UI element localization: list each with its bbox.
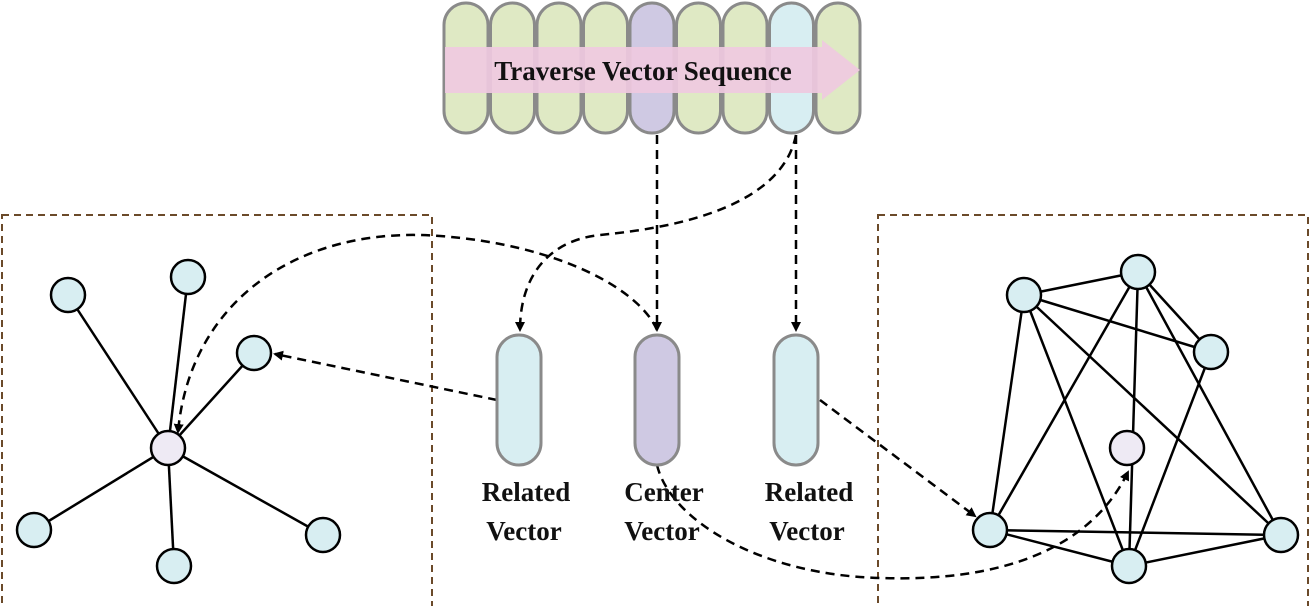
dense-edge bbox=[1127, 271, 1140, 567]
dense-edge bbox=[988, 294, 1026, 531]
traverse-arrow bbox=[445, 40, 860, 100]
dense-edge bbox=[1023, 294, 1282, 536]
star-leaf-node bbox=[15, 511, 53, 549]
dense-edge bbox=[1136, 271, 1283, 536]
center-vector bbox=[633, 333, 681, 467]
dense-edge bbox=[988, 271, 1140, 531]
traverse-label: Traverse Vector Sequence bbox=[494, 56, 791, 86]
link-related-to-dense bbox=[819, 398, 977, 518]
star-leaf-node bbox=[155, 547, 193, 585]
dense-node bbox=[1262, 516, 1300, 554]
link-center-to-dense bbox=[655, 464, 1130, 580]
dense-edge bbox=[1128, 533, 1282, 568]
related-vector-left bbox=[495, 333, 543, 467]
dense-edge bbox=[989, 528, 1282, 537]
star-edge bbox=[167, 352, 255, 449]
dense-edge bbox=[1023, 293, 1212, 354]
dense-node bbox=[1119, 253, 1157, 291]
star-edge bbox=[33, 446, 169, 532]
star-leaf-node bbox=[169, 258, 207, 296]
dense-node bbox=[1192, 333, 1230, 371]
star-edge bbox=[166, 276, 190, 449]
dense-node bbox=[971, 511, 1009, 549]
related-vector-left-label-2: Vector bbox=[486, 516, 561, 546]
center-vector-label-2: Vector bbox=[624, 516, 699, 546]
related-vector-right-label-1: Related bbox=[765, 477, 853, 507]
left-graph-box bbox=[1, 214, 433, 606]
related-vector-right-label-2: Vector bbox=[769, 516, 844, 546]
star-leaf-node bbox=[304, 516, 342, 554]
dense-edge bbox=[989, 528, 1130, 568]
dense-center-node bbox=[1108, 429, 1146, 467]
star-leaf-node bbox=[49, 276, 87, 314]
link-related-to-star bbox=[273, 350, 498, 402]
dense-node bbox=[1110, 547, 1148, 585]
dense-edge bbox=[1127, 351, 1213, 567]
related-vector-left-label-1: Related bbox=[482, 477, 570, 507]
right-graph-box bbox=[877, 214, 1309, 606]
star-edge bbox=[66, 294, 170, 449]
link-center-to-star bbox=[173, 233, 659, 434]
link-related-curve bbox=[515, 134, 798, 332]
star-graph bbox=[15, 258, 342, 585]
center-vector-label-1: Center bbox=[624, 477, 703, 507]
dense-edge bbox=[1022, 294, 1131, 567]
dense-graph bbox=[971, 253, 1300, 585]
related-vector-right bbox=[772, 333, 820, 467]
star-leaf-node bbox=[235, 334, 273, 372]
dense-node bbox=[1005, 276, 1043, 314]
star-edge bbox=[166, 447, 176, 567]
dense-edge bbox=[1023, 270, 1139, 297]
star-edge bbox=[167, 446, 324, 537]
star-center-node bbox=[149, 429, 187, 467]
